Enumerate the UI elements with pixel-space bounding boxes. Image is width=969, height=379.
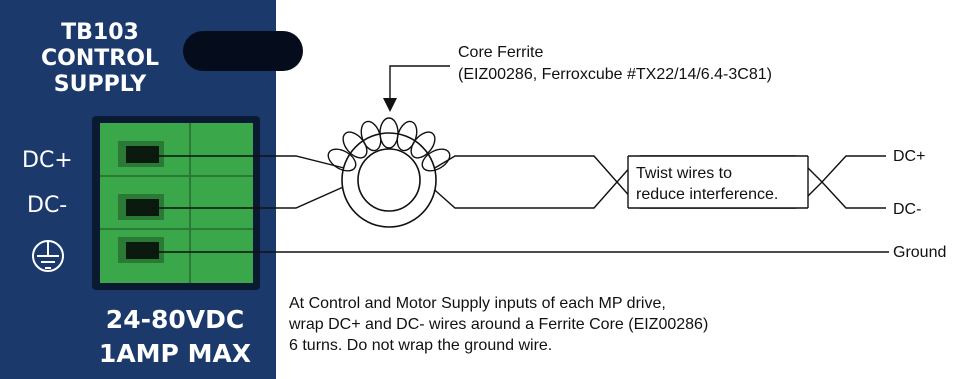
twist-label-line-2: reduce interference. [636,186,779,203]
output-label-dc-minus: DC- [893,201,922,218]
terminal-screw-dc-plus [126,146,159,163]
terminal-label-dc-minus: DC- [27,193,68,218]
ferrite-core [327,117,451,228]
wiring-note-line-1: At Control and Motor Supply inputs of ea… [289,295,666,312]
panel-title-line-3: SUPPLY [53,72,147,97]
twist-label-line-1: Twist wires to [636,165,733,182]
terminal-screw-dc-minus [126,199,159,216]
wiring-note-line-3: 6 turns. Do not wrap the ground wire. [289,337,553,354]
ferrite-name: Core Ferrite [458,44,544,61]
terminal-label-dc-plus: DC+ [22,148,73,173]
panel-slot [183,31,303,71]
rating-current: 1AMP MAX [98,339,252,368]
terminal-block-connector [92,116,260,290]
wiring-note: At Control and Motor Supply inputs of ea… [289,293,708,356]
rating-voltage: 24-80VDC [105,305,245,334]
earth-ground-icon [32,240,64,272]
panel-title-line-1: TB103 [61,20,139,45]
ferrite-part-number: (EIZ00286, Ferroxcube #TX22/14/6.4-3C81) [458,66,772,83]
twist-label-box [628,156,808,208]
panel-title: TB103 CONTROL SUPPLY [0,20,200,98]
terminal-screw-ground [126,242,159,259]
wire-dc-minus-in [150,183,351,209]
ferrite-pointer [389,65,450,100]
ferrite-windings [327,117,451,172]
panel-title-line-2: CONTROL [41,46,159,71]
output-label-dc-plus: DC+ [893,148,926,165]
ferrite-pointer-arrowhead [383,98,397,112]
output-label-ground: Ground [893,244,947,261]
wiring-note-line-2: wrap DC+ and DC- wires around a Ferrite … [289,316,709,333]
